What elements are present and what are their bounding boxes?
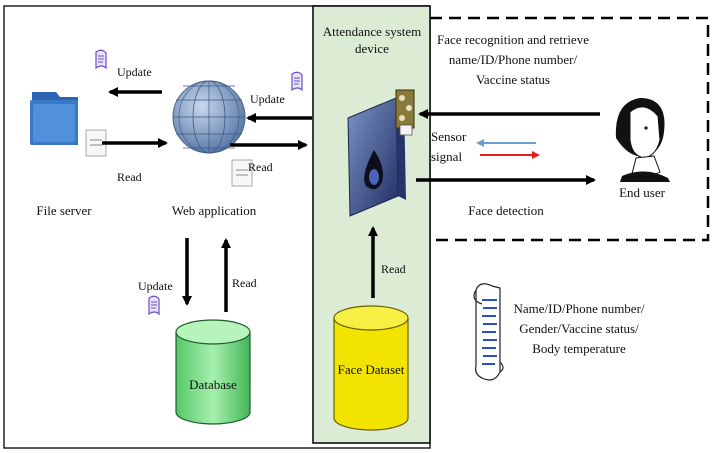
scroll-icon bbox=[95, 49, 107, 69]
file-server-label: File server bbox=[36, 203, 92, 218]
file-to-web-read-label: Read bbox=[117, 170, 142, 184]
scroll-icon bbox=[291, 71, 303, 91]
document-icon bbox=[85, 129, 107, 157]
document-icon bbox=[231, 159, 253, 187]
web-to-device-read-label: Read bbox=[248, 160, 273, 174]
sensor-line2: signal bbox=[431, 149, 462, 164]
end-user-dashed-boundary bbox=[430, 16, 710, 242]
db-to-web-read-label: Read bbox=[232, 276, 257, 290]
face-recognition-line1: Face recognition and retrieve bbox=[437, 32, 589, 47]
web-to-file-update-label: Update bbox=[117, 65, 152, 79]
database-cylinder bbox=[175, 319, 251, 425]
end-user-label: End user bbox=[619, 185, 666, 200]
dataset-to-device-read-label: Read bbox=[381, 262, 406, 276]
folder-icon bbox=[30, 92, 78, 145]
record-scroll-icon bbox=[473, 283, 504, 381]
device-title-line2: device bbox=[355, 41, 389, 56]
scroll-icon bbox=[148, 295, 160, 315]
face-dataset-cylinder bbox=[333, 305, 409, 431]
device-to-web-update-label: Update bbox=[250, 92, 285, 106]
face-detection-label: Face detection bbox=[468, 203, 544, 218]
face-recognition-line3: Vaccine status bbox=[476, 72, 550, 87]
web-application-label: Web application bbox=[172, 203, 257, 218]
device-title-line1: Attendance system bbox=[323, 24, 422, 39]
face-recognition-line2: name/ID/Phone number/ bbox=[449, 52, 578, 67]
user-face-icon bbox=[615, 98, 670, 182]
database-label: Database bbox=[189, 377, 237, 392]
web-to-db-update-label: Update bbox=[138, 279, 173, 293]
record-line2: Gender/Vaccine status/ bbox=[519, 321, 639, 336]
globe-icon bbox=[172, 80, 246, 154]
record-line3: Body temperature bbox=[532, 341, 626, 356]
record-line1: Name/ID/Phone number/ bbox=[513, 301, 644, 316]
camera-device-icon bbox=[347, 89, 415, 217]
face-dataset-label: Face Dataset bbox=[338, 362, 405, 377]
sensor-line1: Sensor bbox=[431, 129, 467, 144]
